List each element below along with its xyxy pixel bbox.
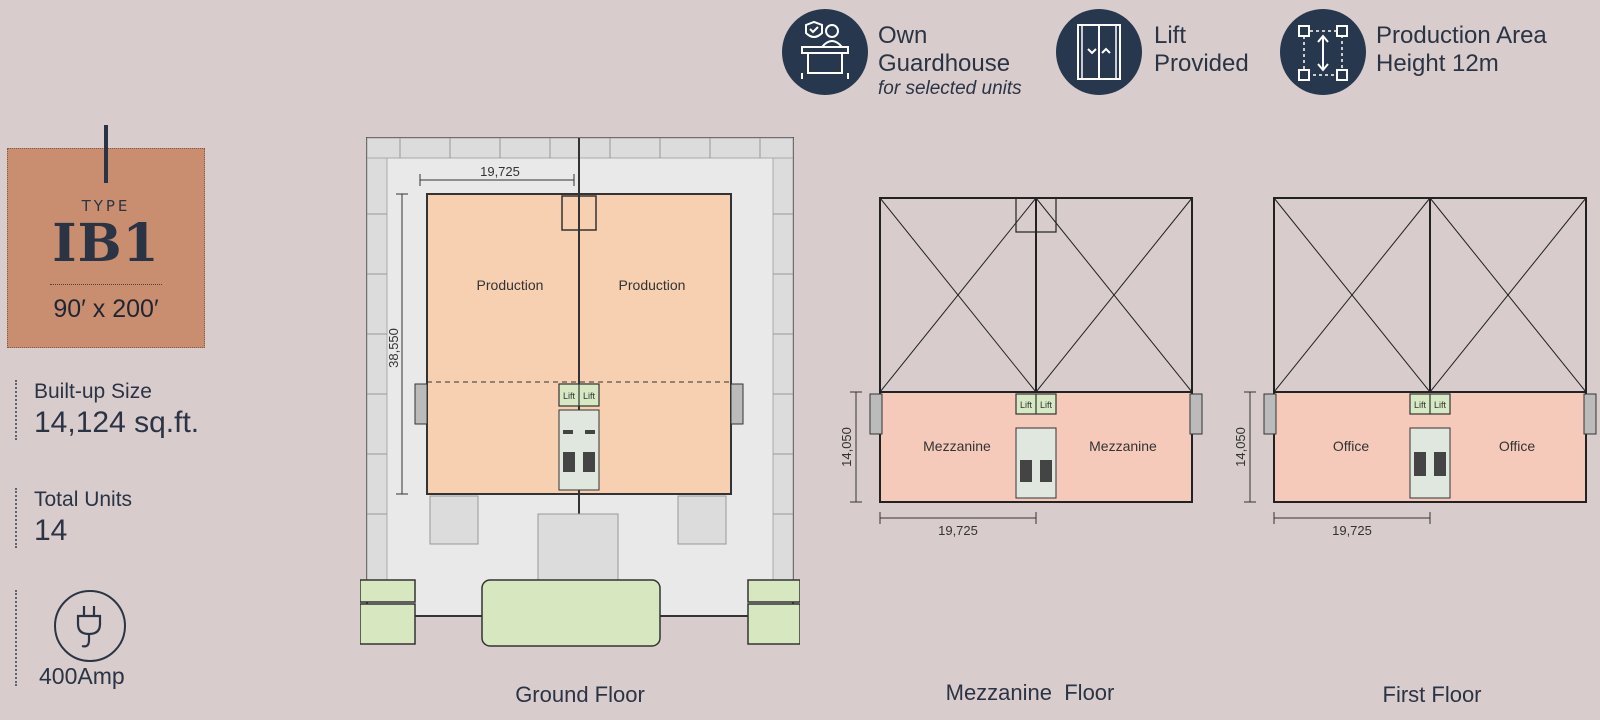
feature-subtitle: for selected units xyxy=(878,78,1022,99)
feature-height: Production Area Height 12m xyxy=(1280,9,1547,95)
power-value: 400Amp xyxy=(39,663,125,689)
feature-title: Production Area xyxy=(1376,22,1547,49)
feature-title: Lift xyxy=(1154,22,1187,49)
first-floor-plan: Lift Lift 14,050 19,725 Office Office xyxy=(1234,197,1597,538)
ground-floor-plan: Lift Lift 19,725 38,550 Production Produ… xyxy=(360,137,800,647)
width-dimension: 19,725 xyxy=(1332,523,1372,538)
room-label: Office xyxy=(1499,438,1536,454)
lift-label: Lift xyxy=(1434,400,1447,410)
feature-lift: Lift Provided xyxy=(1056,9,1249,95)
total-units-block: Total Units 14 xyxy=(15,488,132,548)
builtup-size-value: 14,124 sq.ft. xyxy=(34,406,200,439)
feature-title: Provided xyxy=(1154,50,1249,77)
room-label: Mezzanine xyxy=(923,438,991,454)
total-units-label: Total Units xyxy=(34,488,133,511)
width-dimension: 19,725 xyxy=(938,523,978,538)
feature-title: Guardhouse xyxy=(878,50,1011,77)
guardhouse-icon xyxy=(782,9,868,95)
room-label: Mezzanine xyxy=(1089,438,1157,454)
feature-title: Height 12m xyxy=(1376,50,1499,77)
feature-title: Own xyxy=(878,22,928,49)
power-plug-icon xyxy=(54,590,126,662)
height-icon xyxy=(1280,9,1366,95)
feature-guardhouse: Own Guardhouse for selected units xyxy=(782,9,1022,99)
depth-dimension: 14,050 xyxy=(1234,427,1248,467)
total-units-value: 14 xyxy=(34,514,68,547)
mezzanine-floor-plan: Lift Lift 14,050 19,725 Mezzanine Mezzan… xyxy=(840,197,1203,538)
lift-label: Lift xyxy=(563,391,576,401)
lift-icon xyxy=(1056,9,1142,95)
builtup-size-block: Built-up Size 14,124 sq.ft. xyxy=(15,380,199,440)
first-floor-caption: First Floor xyxy=(1382,682,1482,707)
room-label: Production xyxy=(619,277,686,293)
width-dimension: 19,725 xyxy=(480,164,520,179)
lift-label: Lift xyxy=(1414,400,1427,410)
builtup-size-label: Built-up Size xyxy=(34,380,152,403)
type-card-pin xyxy=(104,125,108,183)
type-dimensions: 90′ x 200′ xyxy=(53,295,159,323)
power-block: 400Amp xyxy=(15,590,157,689)
type-divider xyxy=(50,284,162,285)
type-label: TYPE xyxy=(81,197,131,215)
ground-floor-caption: Ground Floor xyxy=(515,682,645,707)
room-label: Production xyxy=(477,277,544,293)
lift-label: Lift xyxy=(1020,400,1033,410)
lift-label: Lift xyxy=(1040,400,1053,410)
lift-label: Lift xyxy=(583,391,596,401)
depth-dimension: 14,050 xyxy=(840,427,854,467)
type-name: IB1 xyxy=(52,213,160,274)
mezzanine-floor-caption: Mezzanine Floor xyxy=(945,680,1115,705)
room-label: Office xyxy=(1333,438,1370,454)
depth-dimension: 38,550 xyxy=(386,328,401,368)
